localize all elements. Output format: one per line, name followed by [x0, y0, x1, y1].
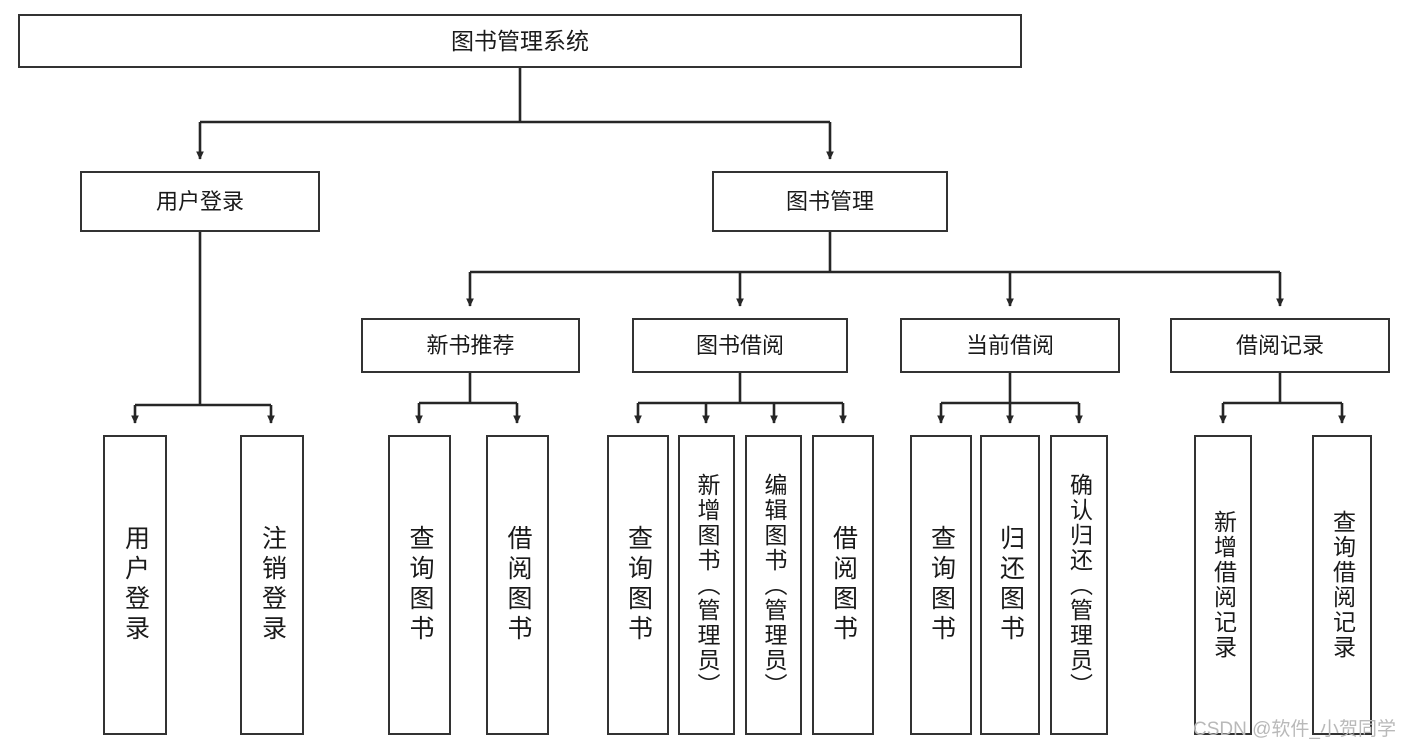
leaf-query-book-1[interactable]: 查询图书	[388, 435, 451, 735]
leaf-add-book-admin[interactable]: 新增图书（管理员）	[678, 435, 735, 735]
csdn-watermark: CSDN @软件_小贺同学	[1193, 719, 1396, 740]
node-label: 借阅图书	[829, 525, 858, 645]
node-label: 归还图书	[996, 525, 1025, 645]
node-book-borrow[interactable]: 图书借阅	[632, 318, 848, 373]
node-label: 确认归还（管理员）	[1066, 472, 1093, 698]
node-label: 借阅记录	[1235, 332, 1324, 358]
node-book-management[interactable]: 图书管理	[712, 171, 948, 232]
leaf-borrow-book-2[interactable]: 借阅图书	[812, 435, 874, 735]
node-label: 新增借阅记录	[1210, 510, 1237, 660]
node-label: 新增图书（管理员）	[694, 472, 720, 698]
leaf-query-borrow-record[interactable]: 查询借阅记录	[1312, 435, 1372, 735]
node-label: 图书管理系统	[451, 27, 589, 54]
node-label: 用户登录	[155, 188, 244, 214]
leaf-borrow-book-1[interactable]: 借阅图书	[486, 435, 549, 735]
node-root-book-management-system[interactable]: 图书管理系统	[18, 14, 1022, 68]
node-label: 新书推荐	[426, 332, 515, 358]
node-label: 当前借阅	[965, 332, 1054, 358]
leaf-return-book[interactable]: 归还图书	[980, 435, 1040, 735]
node-label: 注销登录	[258, 525, 287, 645]
node-borrow-record[interactable]: 借阅记录	[1170, 318, 1390, 373]
node-new-book-recommendation[interactable]: 新书推荐	[361, 318, 580, 373]
node-user-login[interactable]: 用户登录	[80, 171, 320, 232]
node-label: 查询图书	[406, 525, 434, 645]
leaf-confirm-return-admin[interactable]: 确认归还（管理员）	[1050, 435, 1108, 735]
node-label: 查询借阅记录	[1329, 510, 1356, 660]
leaf-add-borrow-record[interactable]: 新增借阅记录	[1194, 435, 1252, 735]
leaf-query-book-3[interactable]: 查询图书	[910, 435, 972, 735]
node-current-borrow[interactable]: 当前借阅	[900, 318, 1120, 373]
node-label: 借阅图书	[504, 525, 532, 645]
node-label: 图书管理	[785, 188, 874, 214]
leaf-user-login[interactable]: 用户登录	[103, 435, 167, 735]
node-label: 查询图书	[624, 525, 653, 645]
node-label: 图书借阅	[695, 332, 784, 358]
node-label: 用户登录	[121, 525, 150, 645]
node-label: 查询图书	[927, 525, 956, 645]
leaf-logout[interactable]: 注销登录	[240, 435, 304, 735]
node-label: 编辑图书（管理员）	[761, 472, 787, 698]
leaf-edit-book-admin[interactable]: 编辑图书（管理员）	[745, 435, 802, 735]
leaf-query-book-2[interactable]: 查询图书	[607, 435, 669, 735]
